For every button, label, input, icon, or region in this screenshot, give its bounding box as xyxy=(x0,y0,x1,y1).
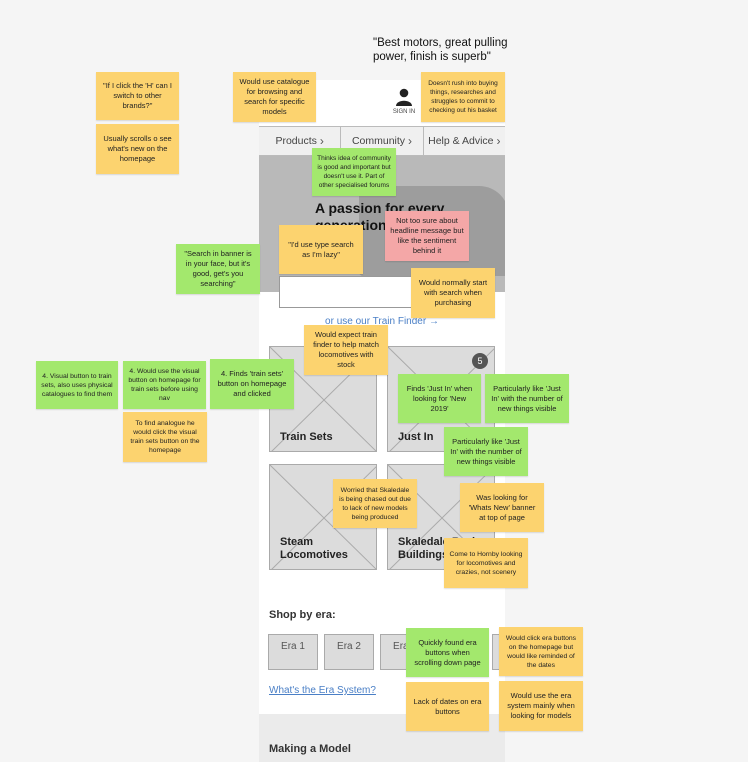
sticky-note: Not too sure about headline message but … xyxy=(385,211,469,261)
nav-label: Community xyxy=(351,135,406,147)
sticky-note: Would use catalogue for browsing and sea… xyxy=(233,72,316,122)
sticky-note: "If I click the 'H' can I switch to othe… xyxy=(96,72,179,120)
sign-in-label: SIGN IN xyxy=(392,109,416,115)
nav-products[interactable]: Products› xyxy=(259,127,342,155)
sticky-note: Would use the era system mainly when loo… xyxy=(499,681,583,731)
nav-label: Help & Advice xyxy=(428,135,494,147)
sign-in-button[interactable]: SIGN IN xyxy=(389,88,419,115)
nav-label: Products xyxy=(275,135,317,147)
nav-help-advice[interactable]: Help & Advice› xyxy=(424,127,505,155)
sticky-note: Finds 'Just In' when looking for 'New 20… xyxy=(398,374,481,423)
sticky-note: Would expect train finder to help match … xyxy=(304,325,388,375)
chevron-right-icon: › xyxy=(496,134,501,148)
customer-quote: "Best motors, great pulling power, finis… xyxy=(373,37,508,63)
sticky-note: Usually scrolls o see what's new on the … xyxy=(96,124,179,174)
sticky-note: Worried that Skaledale is being chased o… xyxy=(333,479,417,528)
tile-label: Train Sets xyxy=(280,431,333,443)
era-system-link[interactable]: What's the Era System? xyxy=(269,685,376,696)
tile-label: Steam Locomotives xyxy=(280,536,348,561)
shop-by-era-title: Shop by era: xyxy=(269,609,336,621)
chevron-right-icon: › xyxy=(408,134,413,148)
sticky-note: Doesn't rush into buying things, researc… xyxy=(421,72,505,122)
sticky-note: "I'd use type search as I'm lazy" xyxy=(279,225,363,274)
train-finder-link[interactable]: or use our Train Finder → xyxy=(325,316,439,327)
user-icon xyxy=(396,88,412,106)
sticky-note: 4. Would use the visual button on homepa… xyxy=(123,361,206,409)
sticky-note: Would normally start with search when pu… xyxy=(411,268,495,318)
making-model-title: Making a Model xyxy=(269,743,351,755)
sticky-note: 4. Finds 'train sets' button on homepage… xyxy=(210,359,294,409)
sticky-note: To find analogue he would click the visu… xyxy=(123,412,207,462)
sticky-note: Was looking for 'Whats New' banner at to… xyxy=(460,483,544,532)
tile-label: Just In xyxy=(398,431,434,443)
nav-community[interactable]: Community› xyxy=(341,127,424,155)
new-count-badge: 5 xyxy=(472,353,488,369)
sticky-note: "Search in banner is in your face, but i… xyxy=(176,244,260,294)
sticky-note: Particularly like 'Just In' with the num… xyxy=(485,374,569,423)
sticky-note: Thinks idea of community is good and imp… xyxy=(312,148,396,196)
sticky-note: 4. Visual button to train sets, also use… xyxy=(36,361,118,409)
chevron-right-icon: › xyxy=(319,134,324,148)
era-button-1[interactable]: Era 1 xyxy=(268,634,318,670)
sticky-note: Quickly found era buttons when scrolling… xyxy=(406,628,489,677)
sticky-note: Would click era buttons on the homepage … xyxy=(499,627,583,676)
sticky-note: Particularly like 'Just In' with the num… xyxy=(444,427,528,476)
era-button-2[interactable]: Era 2 xyxy=(324,634,374,670)
sticky-note: Come to Hornby looking for locomotives a… xyxy=(444,538,528,588)
sticky-note: Lack of dates on era buttons xyxy=(406,682,489,731)
